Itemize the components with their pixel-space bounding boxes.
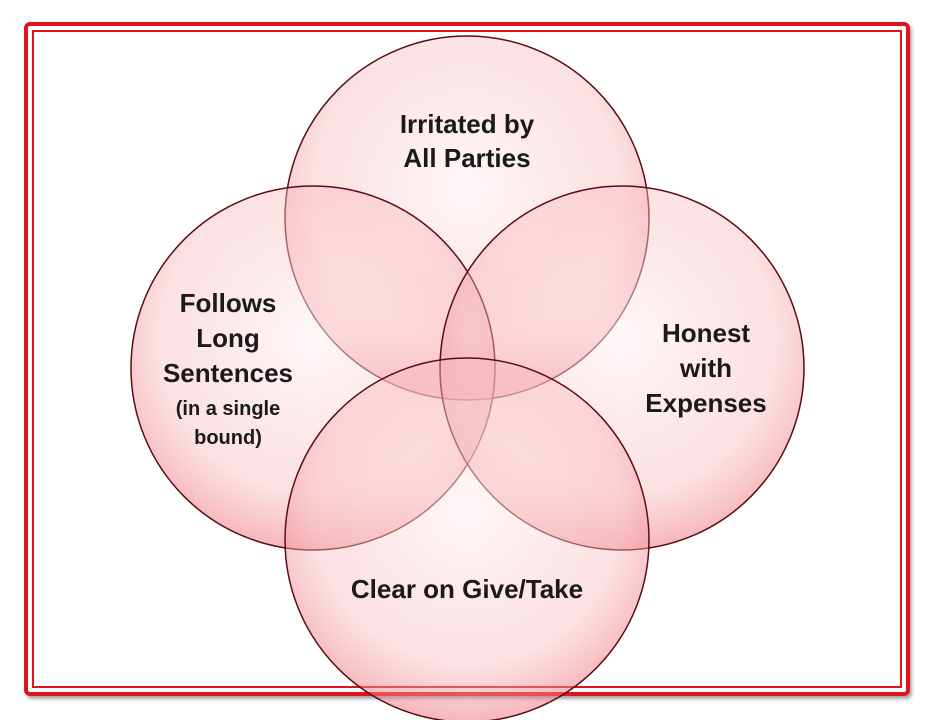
venn-label-right-line-2: with	[679, 353, 732, 383]
venn-label-top-line-2: All Parties	[403, 143, 530, 173]
venn-label-right-line-1: Honest	[662, 318, 750, 348]
venn-label-left-subline-1: (in a single	[176, 398, 280, 420]
venn-label-right-line-3: Expenses	[645, 388, 766, 418]
venn-label-left-line-1: Follows	[180, 288, 277, 318]
venn-label-left-line-2: Long	[196, 323, 260, 353]
venn-label-bottom-line-1: Clear on Give/Take	[351, 574, 583, 604]
venn-label-top-line-1: Irritated by	[400, 109, 535, 139]
venn-label-left-subline-2: bound)	[194, 427, 262, 449]
venn-label-left-line-3: Sentences	[163, 358, 293, 388]
venn-circle-bottom	[284, 357, 650, 720]
